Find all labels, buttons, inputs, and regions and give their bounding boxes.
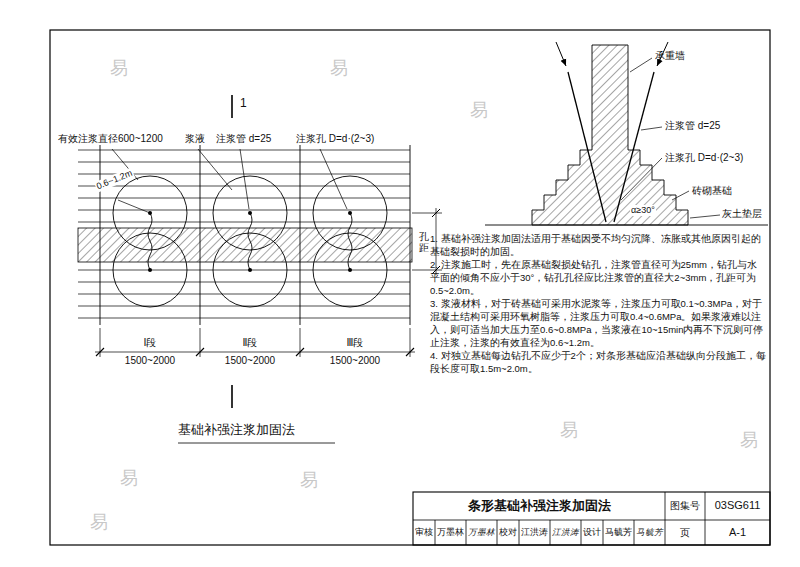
watermark: 易 (110, 58, 128, 80)
watermark: 易 (740, 430, 758, 452)
signature: 江洪涛 (550, 520, 581, 545)
segment-label: Ⅰ段 (100, 337, 200, 349)
note-text: 1. 基础补强注浆加固法适用于基础因受不均匀沉降、冻胀或其他原因引起的基础裂损时… (430, 232, 766, 258)
watermark: 易 (470, 100, 488, 122)
watermark: 易 (120, 468, 138, 490)
watermark: 易 (560, 420, 578, 442)
section-mark: 1 (240, 96, 247, 110)
table-cell: 设计 (581, 520, 603, 545)
note-text: 4. 对独立基础每边钻孔不应少于2个；对条形基础应沿基础纵向分段施工，每段长度可… (430, 349, 766, 375)
table-cell: 页 (665, 520, 705, 545)
note-text: 2. 注浆施工时，先在原基础裂损处钻孔，注浆管直径可为25mm，钻孔与水平面的倾… (430, 258, 766, 297)
table-cell: 马毓芳 (603, 520, 634, 545)
callout-text: 灰土垫层 (722, 208, 762, 220)
watermark: 易 (300, 470, 318, 492)
dimension-text: 1500~2000 (200, 355, 300, 367)
angle-label: α≥30° (630, 205, 656, 216)
callout-text: 注浆孔 D=d·(2~3) (296, 133, 374, 145)
callout-text: 注浆管 d=25 (216, 133, 271, 145)
watermark: 易 (330, 58, 348, 80)
callout-text: 有效注浆直径600~1200 (58, 133, 163, 145)
segment-label: Ⅲ段 (300, 337, 410, 349)
table-cell: 审核 (413, 520, 435, 545)
table-cell: A-1 (705, 520, 770, 545)
callout-text: 承重墙 (655, 50, 685, 62)
notes-block: 1. 基础补强注浆加固法适用于基础因受不均匀沉降、冻胀或其他原因引起的基础裂损时… (430, 232, 766, 375)
dimension-text: 1500~2000 (100, 355, 200, 367)
table-cell: 03SG611 (705, 492, 770, 520)
table-cell: 校对 (497, 520, 519, 545)
dimension-text: 孔距 (418, 231, 430, 253)
note-text: 3. 浆液材料，对于砖基础可采用水泥浆等，注浆压力可取0.1~0.3MPa，对于… (430, 297, 766, 349)
watermark: 易 (90, 512, 108, 534)
callout-text: 浆液 (185, 133, 205, 145)
segment-label: Ⅱ段 (200, 337, 300, 349)
signature: 马毓芳 (634, 520, 665, 545)
callout-text: 注浆管 d=25 (665, 120, 720, 132)
table-cell: 江洪涛 (519, 520, 550, 545)
sheet-title: 条形基础补强注浆加固法 (413, 492, 665, 520)
table-cell: 万墨林 (435, 520, 466, 545)
figure-caption: 基础补强注浆加固法 (178, 422, 295, 438)
table-cell: 图集号 (665, 492, 705, 520)
callout-text: 注浆孔 D=d·(2~3) (665, 152, 743, 164)
dimension-text: 1500~2000 (300, 355, 410, 367)
callout-text: 砖砌基础 (692, 185, 732, 197)
signature: 万墨林 (466, 520, 497, 545)
